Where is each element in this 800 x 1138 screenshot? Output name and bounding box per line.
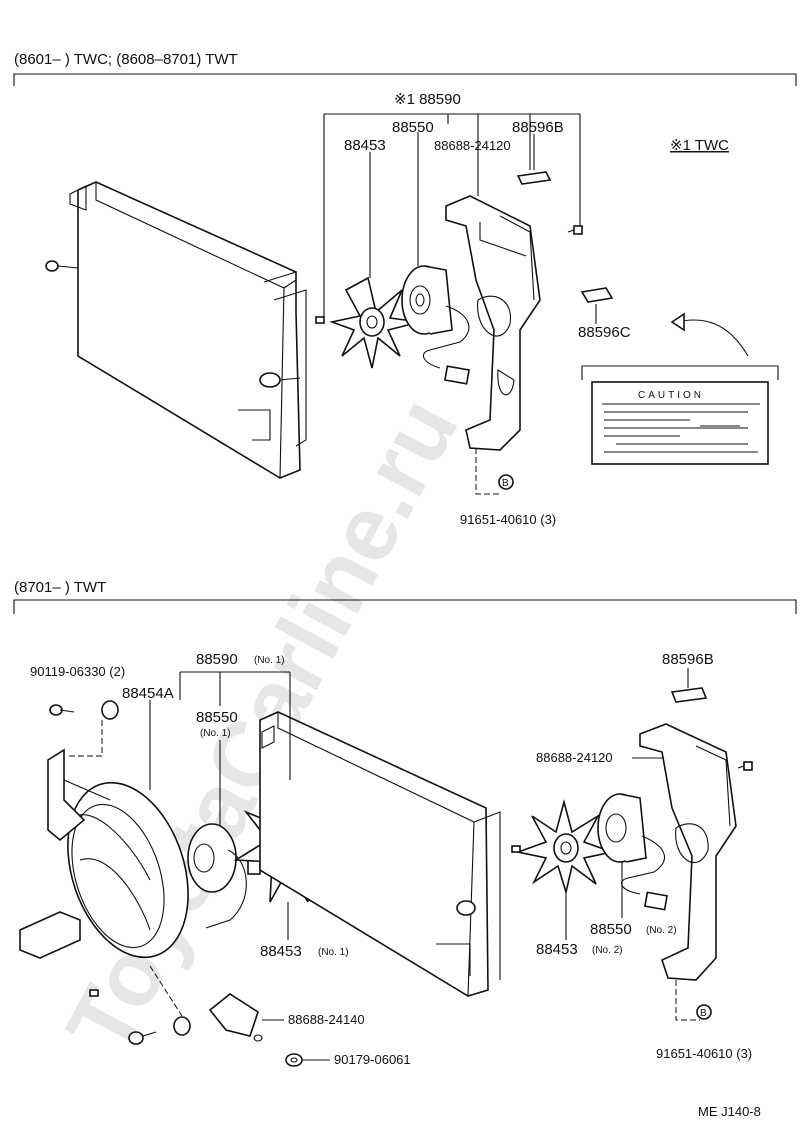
label-90119: 90119-06330 (2) (30, 664, 125, 679)
label-88590-s2: 88590 (196, 651, 238, 668)
bolt-marker-s1 (498, 474, 514, 490)
label-88453-no2-sub: (No. 2) (592, 945, 623, 956)
label-88550-no1: 88550 (196, 709, 238, 726)
label-88688-24140: 88688-24140 (288, 1012, 365, 1027)
bracket-88688-s1 (445, 195, 541, 451)
condenser-2 (259, 711, 501, 997)
label-88550-no1-sub: (No. 1) (200, 728, 231, 739)
label-88596c-s1: 88596C (578, 324, 631, 341)
section-2-header: (8701– ) TWT (14, 579, 106, 596)
shroud-88454a (19, 748, 189, 959)
label-88688-24120-s2: 88688-24120 (536, 750, 613, 765)
label-88596b-s2 (670, 687, 708, 703)
bolt-s1 (567, 225, 583, 235)
label-88550-no2-sub: (No. 2) (646, 925, 677, 936)
section-2: (8701– ) TWT (13, 579, 797, 1067)
caution-label: CAUTION (581, 365, 779, 465)
label-88590-no-s2: (No. 1) (254, 655, 285, 666)
label-88596b-text-s1: 88596B (512, 119, 564, 136)
fan-88453-s1 (329, 276, 421, 369)
label-assembly-88590: ※1 88590 (394, 91, 461, 108)
svg-text:B: B (700, 1008, 707, 1019)
svg-text:B: B (502, 478, 509, 489)
label-88596b-s2: 88596B (662, 651, 714, 668)
label-88453-s1: 88453 (344, 137, 386, 154)
label-90179: 90179-06061 (334, 1052, 411, 1067)
section-2-bracket (13, 599, 797, 614)
condenser-1 (45, 181, 307, 479)
caution-text: CAUTION (638, 390, 704, 401)
label-88453-no1: 88453 (260, 943, 302, 960)
bracket-88688-24140 (208, 993, 263, 1042)
cushion-s2-upper (101, 700, 119, 720)
label-88453-no2: 88453 (536, 941, 578, 958)
label-91651-s1: 91651-40610 (3) (460, 512, 556, 527)
bolt-marker-s2 (696, 1004, 712, 1020)
label-88453-no1-sub: (No. 1) (318, 947, 349, 958)
motor-88550-no2 (597, 793, 668, 911)
label-88454a: 88454A (122, 685, 174, 702)
label-88596b-s1 (516, 171, 552, 185)
label-88688-s1: 88688-24120 (434, 138, 511, 153)
bracket-88688-24120-s2 (639, 723, 753, 981)
fan-88453-no2 (515, 798, 615, 896)
page-code: ME J140-8 (698, 1104, 761, 1119)
label-91651-s2: 91651-40610 (3) (656, 1046, 752, 1061)
nut-90179 (285, 1053, 303, 1067)
motor-88550-no1 (187, 823, 261, 929)
motor-88550-s1 (401, 265, 470, 385)
label-twc-note: ※1 TWC (670, 137, 729, 154)
section-1-bracket (13, 73, 797, 86)
cushion-s2-lower (173, 1016, 191, 1036)
label-88550-s1: 88550 (392, 119, 434, 136)
bolt-90119 (49, 704, 75, 716)
label-88596c-s1 (580, 287, 614, 303)
label-88550-no2: 88550 (590, 921, 632, 938)
bolt-s2-lower (89, 989, 157, 1045)
section-1: (8601– ) TWC; (8608–8701) TWT (13, 51, 797, 527)
arrow-88596c (675, 319, 749, 357)
section-1-header: (8601– ) TWC; (8608–8701) TWT (14, 51, 238, 68)
